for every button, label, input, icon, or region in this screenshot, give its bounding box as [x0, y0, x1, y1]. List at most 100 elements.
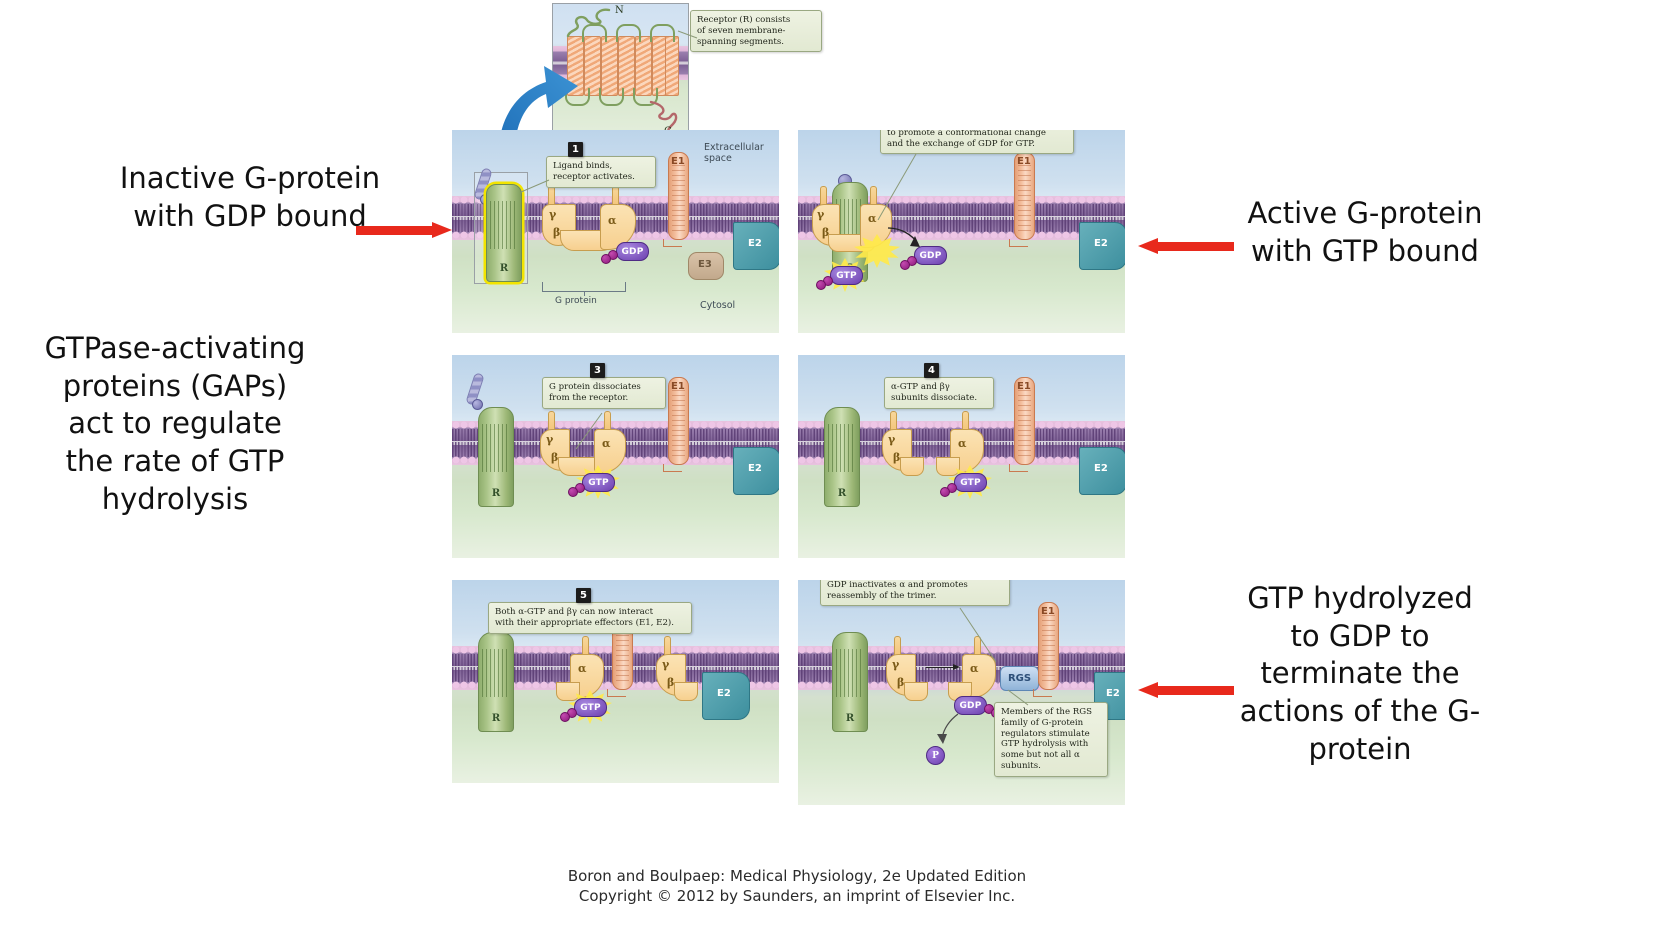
extracellular-loop-2 — [616, 24, 641, 42]
panel-6-callout: α-catalyzed hydrolysis of GTP to GDP ina… — [820, 580, 1010, 607]
receptor-protein: R — [832, 632, 868, 732]
e2-label: E2 — [748, 463, 762, 474]
beta-subunit — [542, 204, 576, 246]
rgs-callout: Members of the RGS family of G-protein r… — [994, 702, 1108, 777]
e2-label: E2 — [748, 238, 762, 249]
panel-step-3: R γ β α GTP E1 E2 G protein dissociates … — [452, 355, 779, 558]
extracellular-space-label: Extracellular space — [704, 142, 764, 165]
panel-2-leader — [877, 153, 917, 221]
effector-e1 — [663, 377, 689, 472]
receptor-protein: R — [486, 184, 522, 282]
panel-5-step-number: 5 — [576, 588, 591, 603]
receptor-helices — [828, 424, 856, 472]
phosphate-bead-2 — [940, 487, 950, 497]
extracellular-loop-3 — [650, 24, 675, 42]
beta-label: β — [553, 226, 561, 239]
effector-e1 — [1009, 377, 1035, 472]
beta-label: β — [551, 451, 559, 464]
e1-helices — [672, 161, 685, 231]
gamma-label: γ — [817, 208, 825, 221]
e1-label: E1 — [1017, 381, 1031, 392]
beta-label: β — [897, 676, 905, 689]
arrow-shaft — [356, 226, 434, 235]
panel-5-callout: Both α-GTP and βγ can now interact with … — [488, 602, 692, 634]
effector-e2 — [702, 672, 750, 720]
phospholipid-heads-outer — [798, 646, 1125, 655]
arrow-shaft — [1156, 686, 1234, 695]
arrow-head — [432, 222, 452, 238]
g-protein-cycle-figure: N C Receptor (R) consists of seven membr… — [452, 0, 1142, 930]
red-arrow-to-panel-6 — [1138, 682, 1234, 698]
n-terminus-label: N — [615, 5, 624, 16]
phospholipid-heads-outer — [798, 196, 1125, 205]
arrow-head — [1138, 238, 1158, 254]
panel-step-6: R γ β α GDP P RGS E1 E2 α-catalyzed hydr… — [798, 580, 1125, 805]
effector-e2 — [733, 222, 779, 270]
n-terminus-chain — [566, 8, 611, 38]
receptor-topology-inset: N C — [552, 3, 689, 145]
receptor-label: R — [491, 713, 501, 724]
gtp-molecule: GTP — [954, 473, 987, 492]
released-phosphate-2 — [900, 260, 910, 270]
arrow-head — [1138, 682, 1158, 698]
inorganic-phosphate: P — [926, 746, 945, 765]
phosphate-bead-2 — [601, 254, 611, 264]
annotation-inactive-g-protein: Inactive G-protein with GDP bound — [119, 161, 381, 233]
e1-label: E1 — [671, 156, 685, 167]
panel-step-1: R γ β α GDP G protein E1 E2 E3 Extracell… — [452, 130, 779, 333]
tm-helix-5 — [635, 36, 652, 96]
rgs-callout-leader — [1007, 689, 1029, 706]
effector-e2 — [733, 447, 779, 495]
gtp-molecule: GTP — [582, 473, 615, 492]
alpha-label: α — [578, 662, 587, 675]
ligand — [472, 399, 483, 410]
gamma-label: γ — [888, 433, 896, 446]
alpha-label: α — [608, 214, 617, 227]
e1-cytoplasmic-foot — [1009, 239, 1028, 247]
panel-6-leader — [959, 607, 997, 663]
gdp-released: GDP — [914, 246, 947, 265]
e1-helices — [1018, 386, 1031, 456]
phospholipid-heads-outer — [452, 421, 779, 430]
extracellular-loop-1 — [582, 24, 607, 42]
e1-cytoplasmic-foot — [663, 464, 682, 472]
receptor-helices — [836, 649, 864, 697]
e1-cytoplasmic-foot — [607, 689, 626, 697]
gamma-label: γ — [892, 658, 900, 671]
arrow-shaft — [926, 667, 953, 669]
reassembly-arrow — [926, 664, 960, 671]
inset-callout-leader — [677, 30, 698, 39]
e2-label: E2 — [1094, 238, 1108, 249]
panel-2-callout: Receptor interacts with the G protein to… — [880, 130, 1074, 155]
receptor-label: R — [837, 488, 847, 499]
gdp-molecule: GDP — [616, 242, 649, 261]
panel-step-4: R γ β α GTP E1 E2 α-GTP and βγ subunits … — [798, 355, 1125, 558]
effector-e1 — [663, 152, 689, 247]
gtp-molecule: GTP — [574, 698, 607, 717]
receptor-protein: R — [478, 407, 514, 507]
g-protein-brace — [542, 282, 626, 296]
blue-zoom-arrow — [498, 66, 578, 152]
receptor-protein: R — [824, 407, 860, 507]
effector-e2 — [1079, 222, 1125, 270]
beta-label: β — [822, 226, 830, 239]
effector-e3 — [688, 252, 724, 280]
panel-step-5: R α GTP γ β E1 E2 Both α-GTP and βγ can … — [452, 580, 779, 783]
panel-1-callout: Ligand binds, receptor activates. — [546, 156, 656, 188]
e1-label: E1 — [1041, 606, 1055, 617]
annotation-gtp-hydrolyzed: GTP hydrolyzed to GDP to terminate the a… — [1239, 581, 1481, 766]
tm-helix-4 — [618, 36, 635, 96]
e3-label: E3 — [698, 259, 712, 270]
beta-gamma-base — [904, 682, 928, 701]
receptor-label: R — [845, 713, 855, 724]
e2-label: E2 — [1106, 688, 1120, 699]
g-protein-brace-label: G protein — [555, 296, 597, 306]
alpha-label: α — [970, 662, 979, 675]
receptor-helices — [482, 424, 510, 472]
alpha-base — [556, 682, 580, 701]
e1-label: E1 — [1017, 156, 1031, 167]
panel-step-2: R γ β α GTP GDP E1 E2 Receptor interacts… — [798, 130, 1125, 333]
phosphate-bead-2 — [560, 712, 570, 722]
receptor-helices — [490, 201, 518, 249]
beta-gamma-base — [900, 457, 924, 476]
